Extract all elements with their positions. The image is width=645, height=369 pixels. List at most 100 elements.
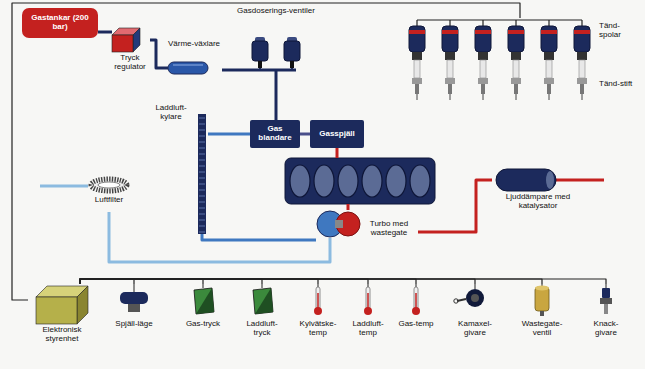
signal-wire xyxy=(80,279,606,284)
spark-plug-insulator xyxy=(447,60,453,78)
icon-drawing xyxy=(295,284,341,318)
exhaust-pipe xyxy=(347,204,350,210)
coil-boot xyxy=(577,52,587,60)
spark-plug-hex xyxy=(412,78,422,84)
coil-wire xyxy=(515,20,516,26)
sensor-lead xyxy=(475,284,476,289)
component-label: Gas-tryck xyxy=(180,320,226,329)
ignition-coil xyxy=(475,26,491,52)
component-label: Spjäll-läge xyxy=(111,320,157,329)
spark-plug-insulator xyxy=(579,60,585,78)
signal-wire xyxy=(80,279,203,284)
intercooler-core xyxy=(198,114,206,234)
filter-core xyxy=(98,182,120,188)
engine-cylinder xyxy=(362,165,382,197)
sensor-lead xyxy=(134,284,135,292)
injector-nozzle xyxy=(290,61,294,68)
cam-sensor-face xyxy=(471,294,479,302)
icon-drawing xyxy=(168,62,208,74)
pipe-connector xyxy=(275,75,278,120)
signal-wire xyxy=(80,279,416,284)
cam-sensor xyxy=(466,289,484,307)
thermometer-bulb xyxy=(364,307,372,315)
icon-drawing xyxy=(236,37,316,75)
control-unit-box-side xyxy=(77,286,88,324)
sensor: Gas-temp xyxy=(393,284,441,354)
icon-drawing xyxy=(583,284,629,318)
component-label: Elektronisk styrenhet xyxy=(28,326,96,344)
cooler-fin xyxy=(199,166,205,167)
spark-plug-hex xyxy=(577,78,587,84)
component-label: Värme-växlare xyxy=(168,40,220,49)
spark-plug-thread xyxy=(547,84,551,94)
sensor-hex xyxy=(600,298,612,304)
ignition-coil xyxy=(442,26,458,52)
spark-plug-electrode xyxy=(549,94,550,100)
sensor: Spjäll-läge xyxy=(111,284,159,354)
spark-plug-electrode xyxy=(450,94,451,100)
signal-wire xyxy=(80,279,475,284)
heat-exchanger-body xyxy=(168,62,208,74)
icon-drawing xyxy=(519,284,565,318)
cooler-fin xyxy=(199,130,205,131)
signal-wire xyxy=(80,279,368,284)
spark-plug-thread xyxy=(580,84,584,94)
coil-boot xyxy=(478,52,488,60)
ignition-coil xyxy=(409,26,425,52)
turbo-shaft xyxy=(335,220,343,228)
thermometer-bulb xyxy=(314,307,322,315)
coil-wire xyxy=(581,20,582,26)
injector-body xyxy=(252,41,268,61)
sensor-lead xyxy=(203,284,204,288)
spark-plug-electrode xyxy=(582,94,583,100)
pressure-regulator: Tryck regulator xyxy=(112,28,150,74)
signal-wire xyxy=(12,3,520,300)
coil-wire xyxy=(417,19,582,20)
gas-injectors: Gasdoserings-ventiler xyxy=(236,7,318,75)
ignition-coil xyxy=(508,26,524,52)
cooler-fin xyxy=(199,220,205,221)
spark-plug-insulator xyxy=(414,60,420,78)
spark-plug-thread xyxy=(481,84,485,94)
icon-drawing xyxy=(198,114,206,234)
thermometer-column xyxy=(415,293,417,308)
pressure-sensor xyxy=(253,288,273,314)
regulator-cube-front xyxy=(112,35,133,52)
intake-pipe xyxy=(336,148,339,158)
ignition-coils: Tänd-spolarTänd-stift xyxy=(405,18,639,102)
cooler-fin xyxy=(199,202,205,203)
turbine-housing xyxy=(336,212,360,236)
component-label: Tryck regulator xyxy=(112,54,148,72)
throttle-sensor xyxy=(120,292,148,304)
coil-band xyxy=(475,30,491,34)
cooler-fin xyxy=(199,148,205,149)
intercooler: Laddluft-kylare xyxy=(148,104,208,234)
spark-plug-thread xyxy=(448,84,452,94)
icon-drawing xyxy=(405,18,595,102)
engine-cylinder xyxy=(290,165,310,197)
valve-top xyxy=(535,286,549,291)
coil-band xyxy=(574,30,590,34)
sensor: Kamaxel-givare xyxy=(452,284,500,354)
coil-wire xyxy=(548,20,549,26)
component-label: Laddluft-kylare xyxy=(148,104,194,122)
spark-plug-hex xyxy=(445,78,455,84)
ignition-coil xyxy=(541,26,557,52)
component-label: Gas blandare xyxy=(252,125,298,143)
signal-wire xyxy=(80,279,262,284)
coil-band xyxy=(409,30,425,34)
thermometer-column xyxy=(317,293,319,308)
component-label: Gasspjäll xyxy=(312,130,362,139)
cooler-fin xyxy=(199,172,205,173)
cooler-fin xyxy=(199,124,205,125)
coil-boot xyxy=(511,52,521,60)
pipe-connector xyxy=(222,69,236,72)
control-unit: Elektronisk styrenhet xyxy=(28,284,98,356)
valve-stem xyxy=(540,311,544,316)
pipe-connector xyxy=(418,180,492,232)
icon-drawing xyxy=(180,284,226,318)
coil-band xyxy=(541,30,557,34)
pipe-connector xyxy=(300,133,310,136)
turbocharger: Turbo med wastegate xyxy=(316,206,418,254)
